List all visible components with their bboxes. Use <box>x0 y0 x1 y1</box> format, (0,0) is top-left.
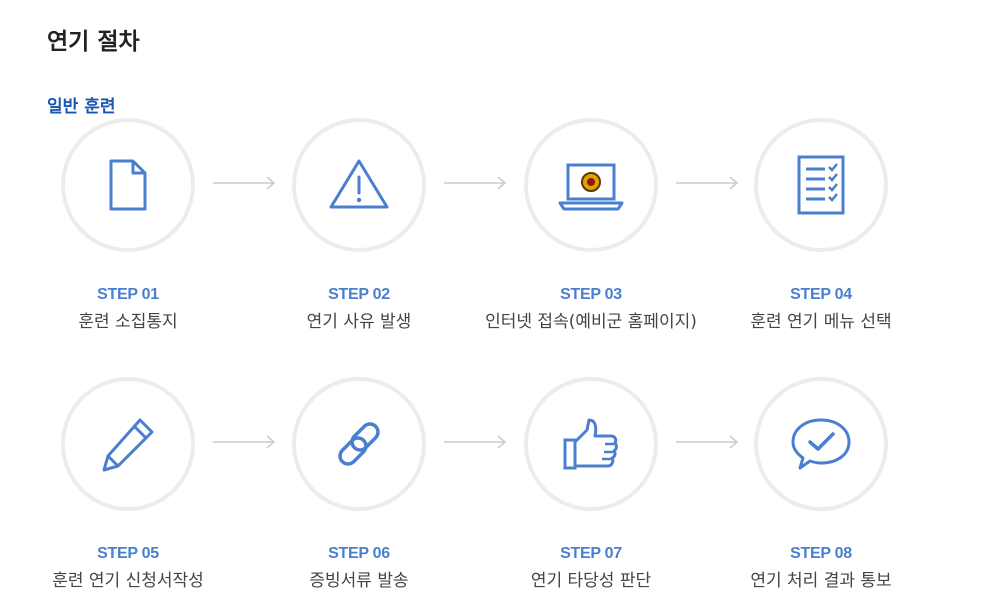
step-02: STEP 02 연기 사유 발생 <box>244 118 474 332</box>
step-06-label: 증빙서류 발송 <box>309 571 409 591</box>
document-icon <box>109 159 147 211</box>
speech-check-icon <box>791 418 851 470</box>
step-07-label: 연기 타당성 판단 <box>530 571 652 591</box>
arrow-icon <box>213 435 276 449</box>
step-03-number: STEP 03 <box>560 286 622 303</box>
step-06-circle <box>292 377 426 511</box>
step-06-number: STEP 06 <box>328 545 390 562</box>
step-02-number: STEP 02 <box>328 286 390 303</box>
arrow-icon <box>676 435 739 449</box>
checklist-icon <box>797 155 845 215</box>
arrow-icon <box>213 176 276 190</box>
step-08-label: 연기 처리 결과 통보 <box>750 571 892 591</box>
step-04: STEP 04 훈련 연기 메뉴 선택 <box>706 118 936 332</box>
step-02-circle <box>292 118 426 252</box>
step-02-label: 연기 사유 발생 <box>306 312 412 332</box>
step-08-circle <box>754 377 888 511</box>
step-01-number: STEP 01 <box>97 286 159 303</box>
step-03-circle <box>524 118 658 252</box>
step-03-label: 인터넷 접속(예비군 홈페이지) <box>485 312 697 332</box>
step-03: STEP 03 인터넷 접속(예비군 홈페이지) <box>476 118 706 332</box>
pencil-icon <box>102 418 154 472</box>
section-title: 일반 훈련 <box>47 97 116 117</box>
link-icon <box>338 422 380 466</box>
step-08: STEP 08 연기 처리 결과 통보 <box>706 377 936 591</box>
step-08-number: STEP 08 <box>790 545 852 562</box>
step-05-circle <box>61 377 195 511</box>
step-04-circle <box>754 118 888 252</box>
step-01-label: 훈련 소집통지 <box>78 312 178 332</box>
step-04-label: 훈련 연기 메뉴 선택 <box>750 312 892 332</box>
step-05-label: 훈련 연기 신청서작성 <box>52 571 204 591</box>
laptop-icon <box>558 163 624 211</box>
thumbs-up-icon <box>563 418 618 470</box>
step-07-number: STEP 07 <box>560 545 622 562</box>
step-04-number: STEP 04 <box>790 286 852 303</box>
step-01: STEP 01 훈련 소집통지 <box>13 118 243 332</box>
page-title: 연기 절차 <box>47 29 140 55</box>
warning-icon <box>329 159 389 209</box>
arrow-icon <box>444 176 507 190</box>
step-01-circle <box>61 118 195 252</box>
arrow-icon <box>444 435 507 449</box>
step-06: STEP 06 증빙서류 발송 <box>244 377 474 591</box>
step-07: STEP 07 연기 타당성 판단 <box>476 377 706 591</box>
arrow-icon <box>676 176 739 190</box>
step-07-circle <box>524 377 658 511</box>
step-05: STEP 05 훈련 연기 신청서작성 <box>13 377 243 591</box>
step-05-number: STEP 05 <box>97 545 159 562</box>
